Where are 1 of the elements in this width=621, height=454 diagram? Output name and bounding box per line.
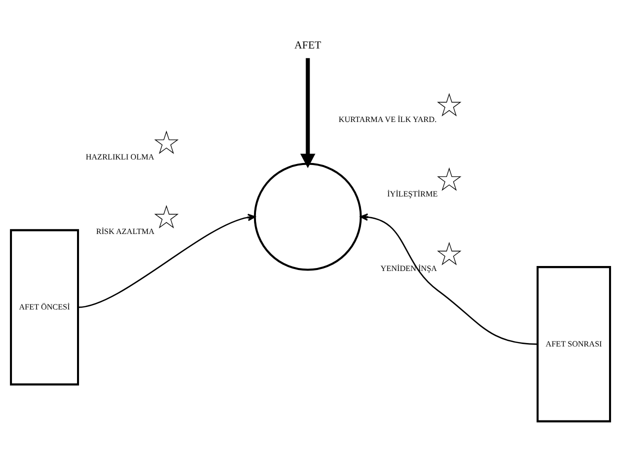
node-text: AFET (294, 38, 322, 51)
